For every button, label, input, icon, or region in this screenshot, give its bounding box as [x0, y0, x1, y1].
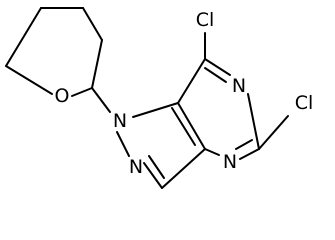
atom-labels: Cl N Cl O N N N [55, 9, 314, 178]
bond-oxane-c4-c5 [91, 39, 103, 89]
bond-n2-c3 [143, 162, 163, 189]
bond-n4-c3a [204, 148, 220, 156]
structure-drawing: Cl N Cl O N N N [5, 7, 314, 189]
bond-oxane-c3-c4 [82, 7, 103, 41]
bond-oxane-o-c1 [5, 65, 53, 95]
pyrimidine-ring [177, 58, 260, 160]
atom-n1-pyrazole: N [113, 110, 127, 132]
oxane-ring [5, 7, 103, 97]
bond-c7a-n1 [132, 102, 179, 118]
bond-n2-c3-double [148, 155, 165, 179]
atom-cl-right: Cl [295, 92, 314, 114]
bond-c5-n4-double [235, 139, 253, 150]
atom-n-pyrimidine-top: N [232, 75, 246, 97]
bond-c5-cl [258, 115, 289, 150]
bond-c3a-c7a-double [171, 107, 196, 146]
bond-c3-c3a [161, 148, 206, 189]
bond-c7a-c7 [177, 58, 206, 104]
atom-cl-top: Cl [196, 9, 215, 31]
bond-c3a-c7a [177, 102, 206, 150]
atom-n-pyrimidine-bottom: N [223, 151, 237, 173]
bond-n6-c5 [247, 93, 260, 150]
bond-oxane-c1-c2 [5, 7, 42, 67]
molecule-diagram: Cl N Cl O N N N [5, 7, 314, 189]
bond-c5-n4 [239, 148, 260, 160]
bond-oxane-c5-o [71, 87, 93, 97]
bond-c7-n6 [204, 58, 231, 76]
atom-n2-pyrazole: N [129, 156, 143, 178]
bond-c7-n6-double [204, 67, 227, 83]
bond-oxane-to-n1 [91, 87, 111, 113]
bond-n1-n2 [116, 131, 130, 157]
pyrazole-ring [116, 102, 206, 189]
atom-o-ring: O [55, 85, 70, 107]
